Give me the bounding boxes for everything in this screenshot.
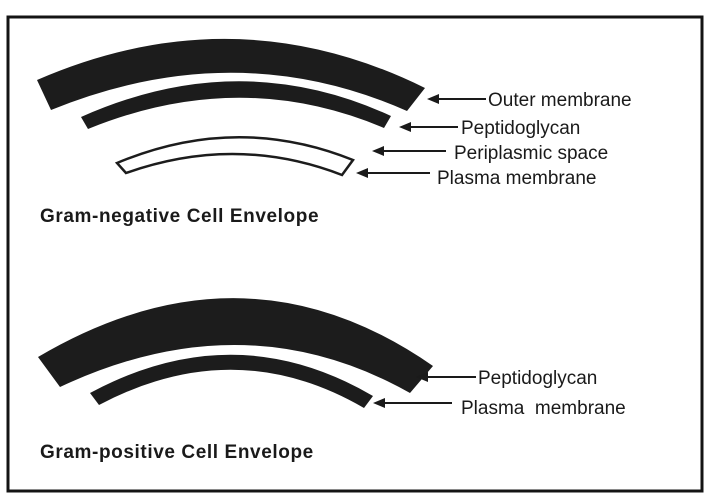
plasma-membrane-band bbox=[90, 355, 373, 408]
peptidoglycan-label: Peptidoglycan bbox=[461, 118, 580, 139]
plasma-membrane-arrowhead bbox=[356, 168, 368, 178]
plasma-membrane-arrowhead bbox=[373, 398, 385, 408]
outer-membrane-label: Outer membrane bbox=[488, 90, 632, 111]
thick-peptidoglycan-band bbox=[38, 298, 433, 393]
gram-negative-diagram: Outer membrane Peptidoglycan Periplasmic… bbox=[37, 39, 632, 227]
gram-positive-caption: Gram-positive Cell Envelope bbox=[40, 442, 314, 463]
plasma-membrane-band bbox=[117, 137, 353, 175]
gram-positive-diagram: Peptidoglycan Plasma membrane Gram-posit… bbox=[38, 298, 626, 463]
periplasmic-space-label: Periplasmic space bbox=[454, 143, 608, 164]
plasma-membrane-label: Plasma membrane bbox=[437, 168, 596, 189]
gram-negative-caption: Gram-negative Cell Envelope bbox=[40, 206, 319, 227]
outer-membrane-arrowhead bbox=[427, 94, 439, 104]
periplasmic-space-arrowhead bbox=[372, 146, 384, 156]
peptidoglycan-label: Peptidoglycan bbox=[478, 368, 597, 389]
peptidoglycan-arrowhead bbox=[399, 122, 411, 132]
outer-membrane-band bbox=[37, 39, 425, 111]
plasma-membrane-label: Plasma membrane bbox=[461, 398, 626, 419]
